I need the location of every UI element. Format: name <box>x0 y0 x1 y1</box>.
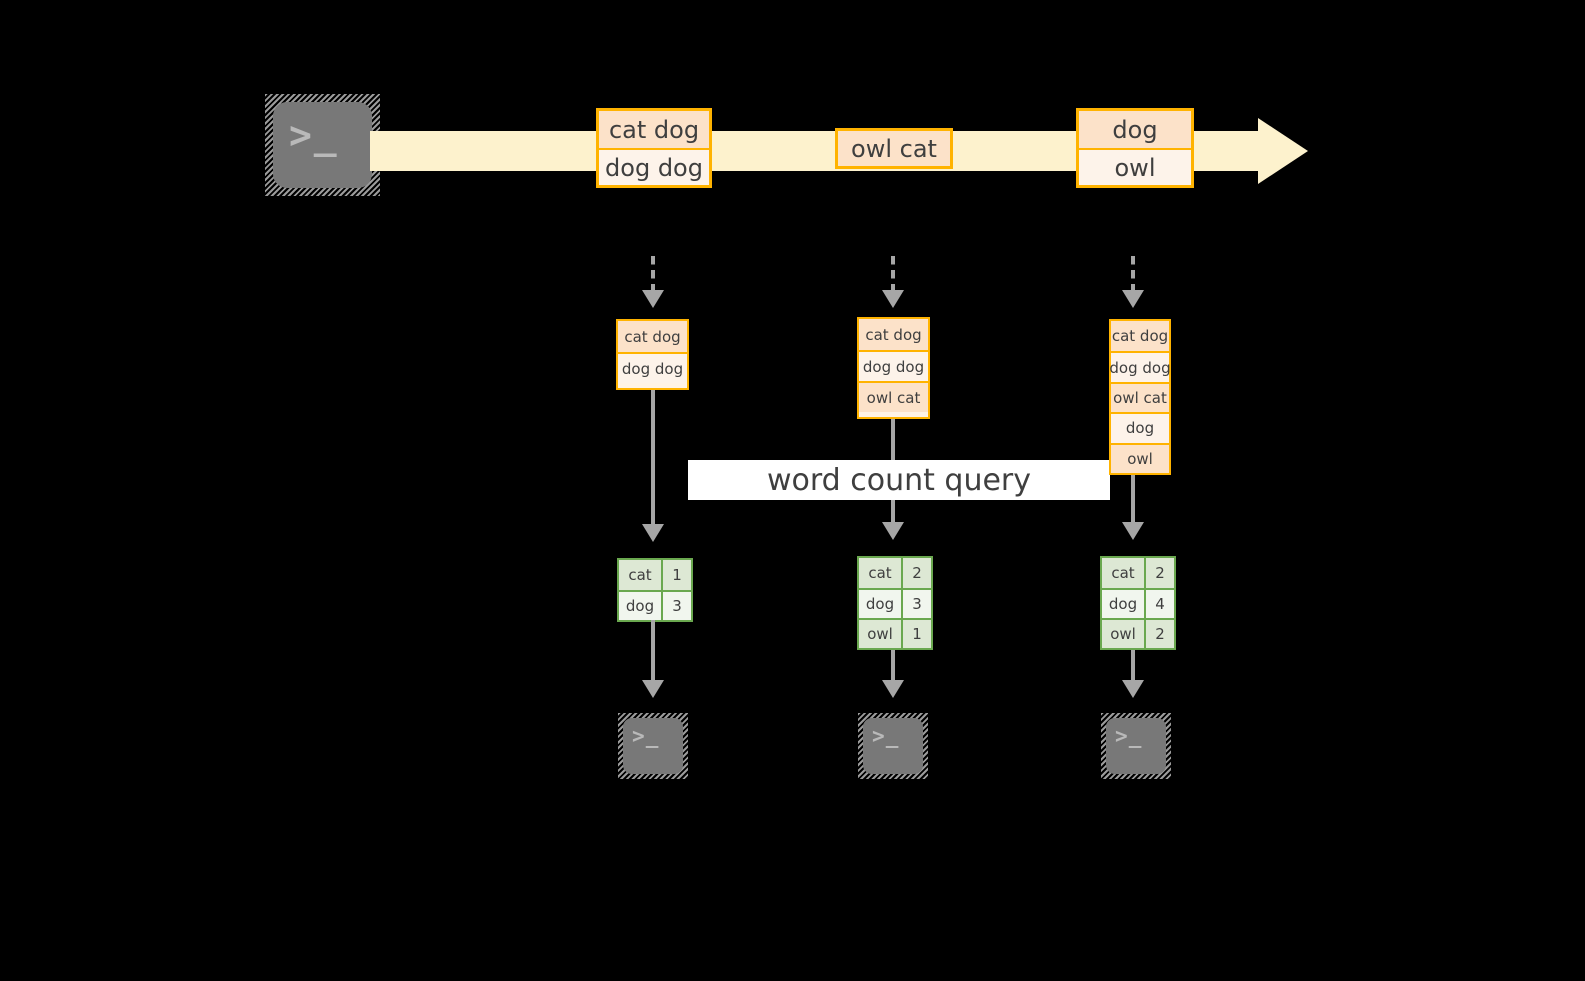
table-row: dog 3 <box>859 588 931 618</box>
table-cell-count: 1 <box>903 620 931 648</box>
snapshot-2-inbound-arrow-icon <box>882 290 904 308</box>
table-cell-count: 2 <box>1146 620 1174 648</box>
log-entry: cat dog <box>618 321 687 352</box>
snapshot-2-log[interactable]: cat dog dog dog owl cat <box>857 317 930 419</box>
table-cell-word: cat <box>1102 558 1146 588</box>
table-row: dog 3 <box>619 590 691 620</box>
stream-message-1[interactable]: cat dog dog dog <box>596 108 712 188</box>
table-row: cat 1 <box>619 560 691 590</box>
log-entry: dog dog <box>1109 351 1171 382</box>
snapshot-1-inbound-arrow-icon <box>642 290 664 308</box>
terminal-prompt-glyph: >_ <box>1115 724 1143 748</box>
query-label-text: word count query <box>766 462 1032 498</box>
table-cell-count: 2 <box>903 558 931 588</box>
snapshot-3-result-table[interactable]: cat 2 dog 4 owl 2 <box>1100 556 1176 650</box>
terminal-prompt-glyph: >_ <box>289 113 339 157</box>
log-entry: owl cat <box>1111 381 1169 413</box>
snapshot-2-consumer-terminal-icon: >_ <box>858 713 928 779</box>
snapshot-3-to-result-line <box>1131 470 1135 528</box>
terminal-screen: >_ <box>863 718 923 774</box>
table-cell-count: 4 <box>1146 590 1174 618</box>
snapshot-1-log[interactable]: cat dog dog dog <box>616 319 689 390</box>
snapshot-3-log[interactable]: cat dog dog dog owl cat dog owl <box>1109 319 1171 475</box>
table-cell-word: dog <box>1102 590 1146 618</box>
snapshot-3-consumer-terminal-icon: >_ <box>1101 713 1171 779</box>
stream-message-line: cat dog <box>599 111 709 148</box>
log-entry: owl cat <box>859 381 928 412</box>
snapshot-3-to-consumer-arrow-icon <box>1122 680 1144 698</box>
table-cell-word: owl <box>859 620 903 648</box>
snapshot-3-inbound-arrow-icon <box>1122 290 1144 308</box>
table-row: cat 2 <box>1102 558 1174 588</box>
table-cell-count: 2 <box>1146 558 1174 588</box>
log-entry: dog dog <box>618 352 687 383</box>
table-row: cat 2 <box>859 558 931 588</box>
snapshot-1-to-result-arrow-icon <box>642 524 664 542</box>
terminal-screen: >_ <box>273 102 372 188</box>
table-row: owl 2 <box>1102 618 1174 648</box>
log-entry: cat dog <box>1111 321 1169 352</box>
table-cell-word: dog <box>619 592 663 620</box>
stream-message-line: owl <box>1079 148 1191 185</box>
table-cell-word: dog <box>859 590 903 618</box>
table-row: dog 4 <box>1102 588 1174 618</box>
table-cell-word: cat <box>619 560 663 590</box>
snapshot-3-to-consumer-line <box>1131 650 1135 684</box>
terminal-prompt-glyph: >_ <box>872 724 900 748</box>
stream-message-line: dog <box>1079 111 1191 148</box>
snapshot-1-to-consumer-arrow-icon <box>642 680 664 698</box>
snapshot-2-to-result-arrow-icon <box>882 522 904 540</box>
terminal-screen: >_ <box>623 718 683 774</box>
terminal-screen: >_ <box>1106 718 1166 774</box>
terminal-prompt-glyph: >_ <box>632 724 660 748</box>
table-cell-count: 3 <box>903 590 931 618</box>
log-entry: dog dog <box>859 350 928 381</box>
stream-message-line: dog dog <box>599 148 709 185</box>
table-row: owl 1 <box>859 618 931 648</box>
table-cell-count: 1 <box>663 560 691 590</box>
snapshot-1-to-result-line <box>651 390 655 528</box>
log-entry: owl <box>1111 442 1169 473</box>
stream-arrow-head-icon <box>1258 118 1308 184</box>
snapshot-3-to-result-arrow-icon <box>1122 522 1144 540</box>
snapshot-1-consumer-terminal-icon: >_ <box>618 713 688 779</box>
table-cell-count: 3 <box>663 592 691 620</box>
table-cell-word: owl <box>1102 620 1146 648</box>
table-cell-word: cat <box>859 558 903 588</box>
snapshot-1-to-consumer-line <box>651 620 655 684</box>
snapshot-2-to-consumer-arrow-icon <box>882 680 904 698</box>
query-label-band: word count query <box>688 460 1110 500</box>
log-entry: cat dog <box>859 319 928 350</box>
snapshot-2-inbound-dashed-line <box>891 256 895 292</box>
log-entry: dog <box>1111 412 1169 443</box>
snapshot-2-result-table[interactable]: cat 2 dog 3 owl 1 <box>857 556 933 650</box>
snapshot-3-inbound-dashed-line <box>1131 256 1135 292</box>
snapshot-2-to-consumer-line <box>891 650 895 684</box>
producer-terminal-icon: >_ <box>265 94 380 196</box>
stream-message-line: owl cat <box>838 131 950 166</box>
snapshot-1-result-table[interactable]: cat 1 dog 3 <box>617 558 693 622</box>
stream-message-3[interactable]: dog owl <box>1076 108 1194 188</box>
stream-message-2[interactable]: owl cat <box>835 128 953 169</box>
snapshot-1-inbound-dashed-line <box>651 256 655 292</box>
